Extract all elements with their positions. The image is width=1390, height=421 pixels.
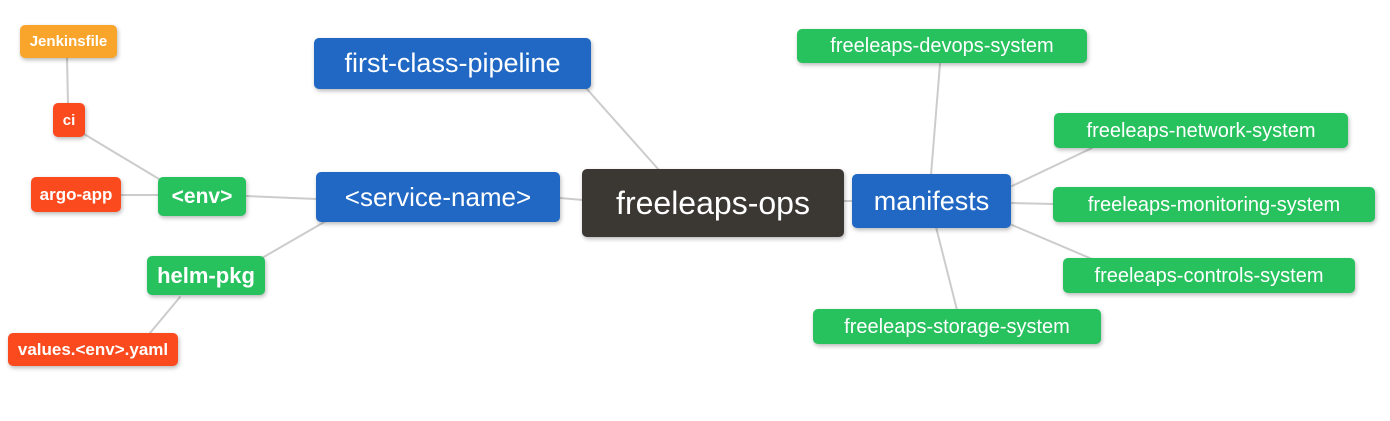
node-first-class-pipeline[interactable]: first-class-pipeline bbox=[314, 38, 591, 89]
edge-manifests-devops-system bbox=[930, 63, 941, 176]
node-freeleaps-storage-system[interactable]: freeleaps-storage-system bbox=[813, 309, 1101, 344]
edge-manifests-storage-system bbox=[935, 226, 958, 311]
edge-manifests-controls-system bbox=[1011, 224, 1093, 260]
edge-manifests-network-system bbox=[1011, 147, 1093, 187]
node-freeleaps-network-system[interactable]: freeleaps-network-system bbox=[1054, 113, 1348, 148]
node-env[interactable]: <env> bbox=[158, 177, 246, 216]
node-ci[interactable]: ci bbox=[53, 103, 85, 137]
node-helm-pkg[interactable]: helm-pkg bbox=[147, 256, 265, 295]
edge-env-service-name bbox=[245, 195, 317, 200]
node-freeleaps-devops-system[interactable]: freeleaps-devops-system bbox=[797, 29, 1087, 63]
edge-service-name-root bbox=[559, 197, 584, 201]
node-values-env-yaml[interactable]: values.<env>.yaml bbox=[8, 333, 178, 366]
node-freeleaps-ops-root[interactable]: freeleaps-ops bbox=[582, 169, 844, 237]
edge-jenkinsfile-ci bbox=[66, 57, 69, 105]
node-manifests[interactable]: manifests bbox=[852, 174, 1011, 228]
edge-manifests-monitoring-system bbox=[1011, 202, 1055, 205]
node-freeleaps-controls-system[interactable]: freeleaps-controls-system bbox=[1063, 258, 1355, 293]
edge-ci-env bbox=[83, 133, 165, 183]
node-service-name[interactable]: <service-name> bbox=[316, 172, 560, 222]
edge-first-class-pipeline-root bbox=[585, 87, 660, 171]
node-freeleaps-monitoring-system[interactable]: freeleaps-monitoring-system bbox=[1053, 187, 1375, 222]
node-argo-app[interactable]: argo-app bbox=[31, 177, 121, 212]
node-jenkinsfile[interactable]: Jenkinsfile bbox=[20, 25, 117, 58]
edge-values-helm-pkg bbox=[149, 296, 181, 334]
edge-helm-pkg-service-name bbox=[261, 220, 327, 259]
